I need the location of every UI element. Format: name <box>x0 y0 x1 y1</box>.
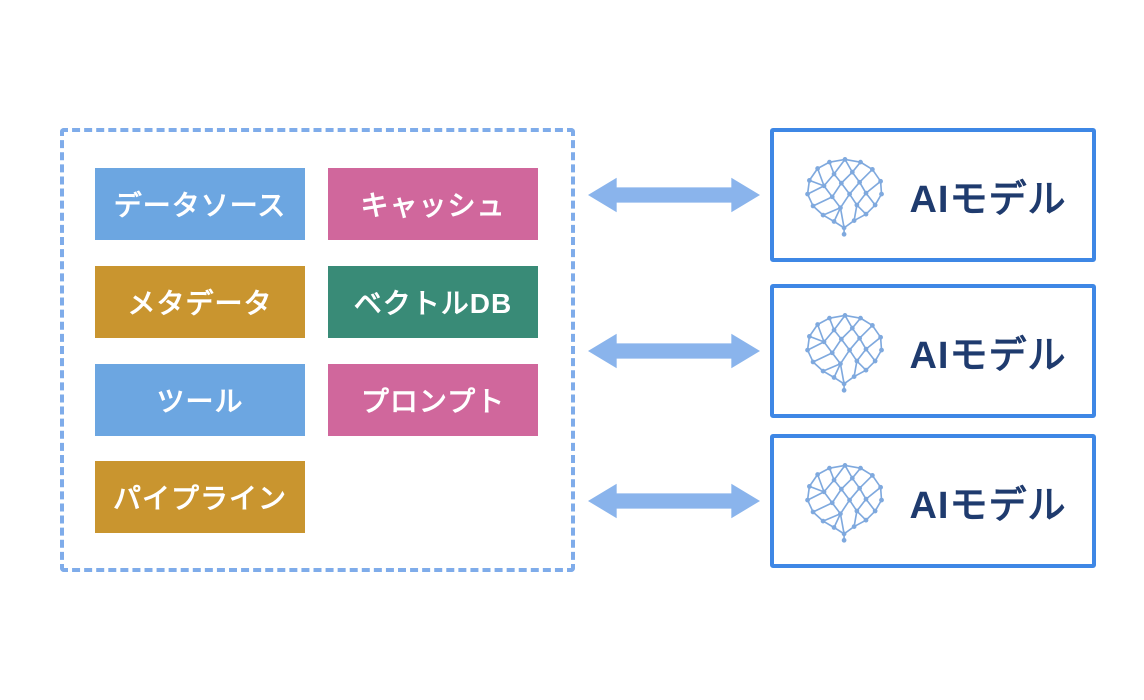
component-label: ベクトルDB <box>353 288 513 319</box>
ai-model-card: AIモデル <box>770 434 1096 568</box>
ai-model-card: AIモデル <box>770 128 1096 262</box>
bidirectional-arrow <box>588 329 760 373</box>
brain-network-icon <box>799 459 891 543</box>
box-tools: ツール <box>95 364 305 436</box>
ai-model-card: AIモデル <box>770 284 1096 418</box>
double-arrow-icon <box>588 479 760 523</box>
component-label: プロンプト <box>360 386 506 417</box>
component-label: パイプライン <box>112 483 287 514</box>
box-metadata: メタデータ <box>95 266 305 338</box>
box-prompt: プロンプト <box>328 364 538 436</box>
component-label: ツール <box>156 386 244 417</box>
bidirectional-arrow <box>588 479 760 523</box>
component-label: データソース <box>113 190 287 221</box>
bidirectional-arrow <box>588 173 760 217</box>
component-label: メタデータ <box>127 288 273 319</box>
component-label: キャッシュ <box>360 190 506 221</box>
ai-model-label: AIモデル <box>909 178 1067 221</box>
brain-network-icon <box>799 153 891 237</box>
ai-model-label: AIモデル <box>909 334 1067 377</box>
box-cache: キャッシュ <box>328 168 538 240</box>
box-pipeline: パイプライン <box>95 461 305 533</box>
box-vector-db: ベクトルDB <box>328 266 538 338</box>
ai-model-label: AIモデル <box>909 484 1067 527</box>
double-arrow-icon <box>588 329 760 373</box>
box-data-source: データソース <box>95 168 305 240</box>
double-arrow-icon <box>588 173 760 217</box>
component-group-frame <box>60 128 575 572</box>
brain-network-icon <box>799 309 891 393</box>
